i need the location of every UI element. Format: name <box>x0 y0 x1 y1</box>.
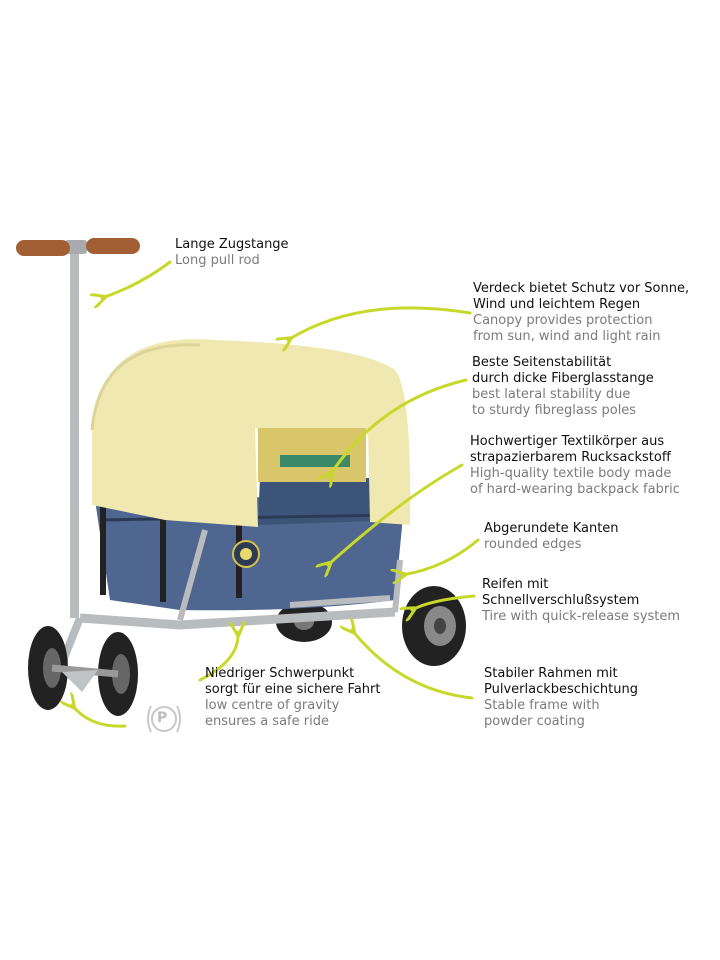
parking-letter: P <box>157 710 168 726</box>
label-stability: Beste Seitenstabilität durch dicke Fiber… <box>472 355 654 418</box>
callout-arrows <box>72 260 480 728</box>
label-tires: Reifen mit Schnellverschlußsystem Tire w… <box>482 577 681 624</box>
parking-brake-icon: P <box>143 702 181 734</box>
label-canopy: Verdeck bietet Schutz vor Sonne, Wind un… <box>473 281 690 344</box>
label-edges: Abgerundete Kanten rounded edges <box>484 521 619 552</box>
pull-rod <box>16 238 140 618</box>
canopy <box>90 339 411 527</box>
label-pull-rod: Lange Zugstange Long pull rod <box>175 237 289 268</box>
front-axle <box>51 664 119 692</box>
label-textile: Hochwertiger Textilkörper aus strapazier… <box>470 434 680 497</box>
label-frame: Stabiler Rahmen mit Pulverlackbeschichtu… <box>484 666 638 729</box>
label-gravity: Niedriger Schwerpunkt sorgt für eine sic… <box>205 666 381 729</box>
